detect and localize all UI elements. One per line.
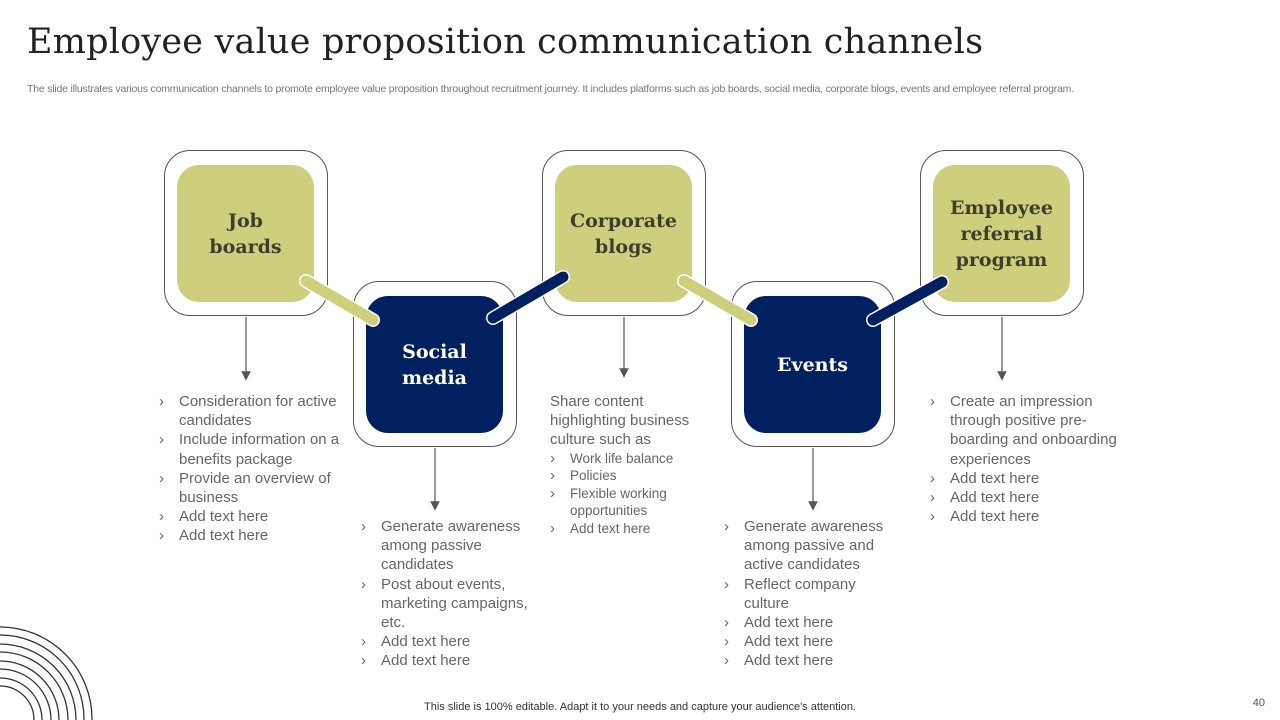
- slide-subtitle: The slide illustrates various communicat…: [27, 83, 1074, 95]
- channel-card-social-media[interactable]: Social media: [366, 296, 503, 433]
- channel-details-social-media: Generate awareness among passive candida…: [361, 517, 541, 671]
- bullet-item: Add text here: [724, 632, 899, 651]
- bullet-item: Add text here: [159, 526, 344, 545]
- bullet-item: Generate awareness among passive and act…: [724, 517, 899, 575]
- bullet-item: Add text here: [550, 520, 718, 538]
- channel-title: Corporate blogs: [570, 209, 677, 258]
- bullet-item: Include information on a benefits packag…: [159, 430, 344, 468]
- channel-details-events: Generate awareness among passive and act…: [724, 517, 899, 671]
- bullet-item: Create an impression through positive pr…: [930, 392, 1125, 469]
- channel-title: Job boards: [209, 209, 282, 258]
- bullet-item: Add text here: [159, 507, 344, 526]
- bullet-item: Add text here: [724, 613, 899, 632]
- bullet-item: Policies: [550, 467, 718, 485]
- channel-card-employee-referral[interactable]: Employee referral program: [933, 165, 1070, 302]
- bullet-item: Add text here: [930, 469, 1125, 488]
- channel-card-events[interactable]: Events: [744, 296, 881, 433]
- lead-text: Share content highlighting business cult…: [550, 393, 690, 449]
- slide-title: Employee value proposition communication…: [27, 22, 984, 62]
- bullet-item: Add text here: [361, 632, 541, 651]
- bullet-item: Work life balance: [550, 450, 718, 468]
- page-number: 40: [1252, 697, 1265, 709]
- channel-details-job-boards: Consideration for active candidates Incl…: [159, 392, 344, 546]
- bullet-item: Add text here: [724, 651, 899, 670]
- channel-title: Social media: [401, 340, 467, 389]
- channel-title: Events: [777, 353, 848, 376]
- channel-card-job-boards[interactable]: Job boards: [177, 165, 314, 302]
- channel-title: Employee referral program: [950, 196, 1053, 271]
- slide-footer-note: This slide is 100% editable. Adapt it to…: [424, 701, 856, 713]
- bullet-item: Add text here: [361, 651, 541, 670]
- bullet-item: Add text here: [930, 507, 1125, 526]
- bullet-item: Add text here: [930, 488, 1125, 507]
- bullet-item: Post about events, marketing campaigns, …: [361, 575, 541, 633]
- bullet-item: Consideration for active candidates: [159, 392, 344, 430]
- channel-card-corporate-blogs[interactable]: Corporate blogs: [555, 165, 692, 302]
- channel-details-corporate-blogs: Share content highlighting business cult…: [550, 392, 718, 538]
- bullet-item: Reflect company culture: [724, 575, 899, 613]
- bullet-item: Generate awareness among passive candida…: [361, 517, 541, 575]
- bullet-item: Flexible working opportunities: [550, 485, 718, 520]
- bullet-item: Provide an overview of business: [159, 469, 344, 507]
- channel-details-employee-referral: Create an impression through positive pr…: [930, 392, 1125, 527]
